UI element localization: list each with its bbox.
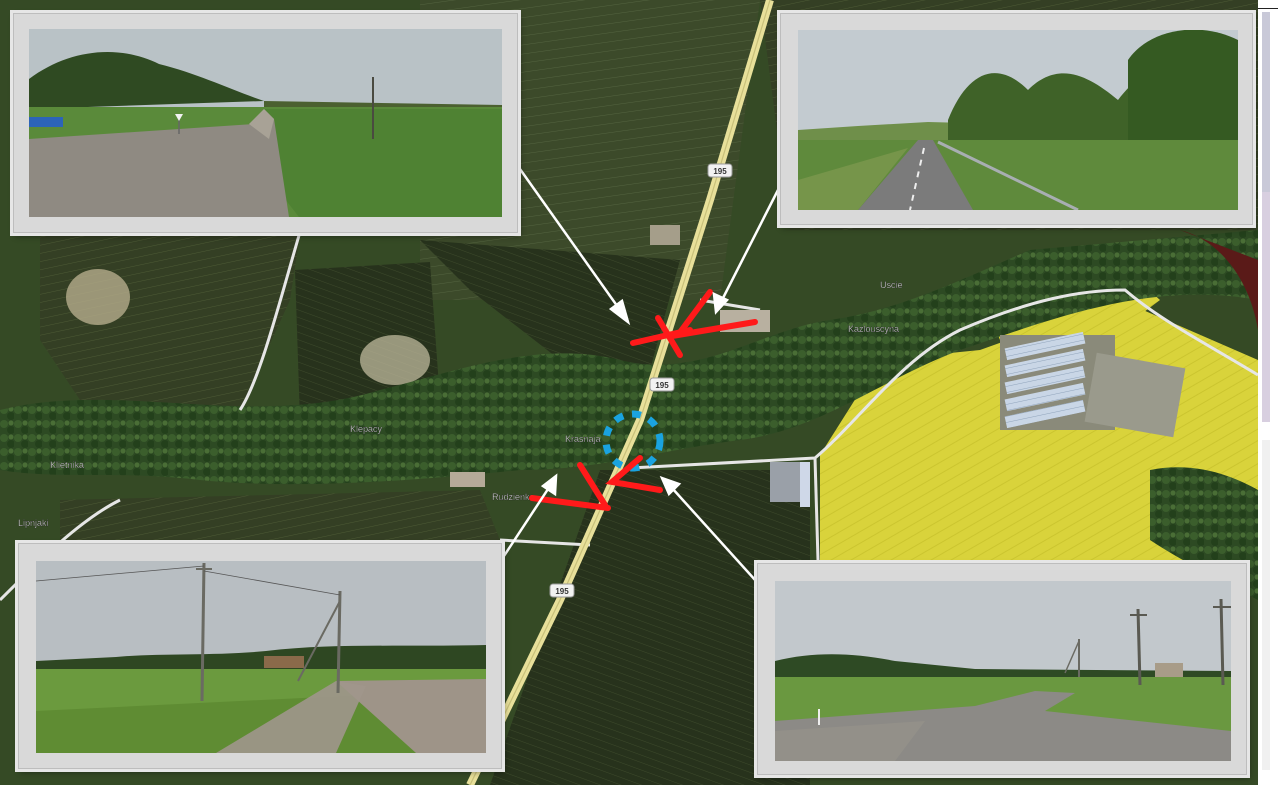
right-edge-strip-c	[1262, 440, 1270, 770]
street-photo-bottom-left	[18, 543, 502, 769]
red-direction-arrows-north	[630, 289, 758, 358]
field-center	[420, 240, 680, 370]
field-bare-patch-2	[360, 335, 430, 385]
forest-belt	[0, 230, 1258, 485]
main-road-195-centerline	[469, 0, 771, 785]
field-south-west	[60, 490, 500, 545]
red-direction-arrows-south	[529, 455, 663, 511]
street-photo-top-left	[13, 13, 518, 233]
svg-text:195: 195	[555, 587, 569, 596]
field-bare-patch	[66, 269, 130, 325]
road-shield-1: 195	[707, 163, 733, 178]
field-south	[490, 470, 810, 785]
crossing-marker-icon	[602, 410, 664, 472]
place-label-east-small: Kazlouscyna	[848, 324, 899, 334]
street-photo-bottom-right	[757, 563, 1247, 775]
place-label-center: Klepacy	[350, 424, 383, 434]
place-label-south-center: Rudzienka	[492, 492, 535, 502]
greenhouse-complex	[1000, 331, 1186, 438]
road-shield-2: 195	[649, 377, 675, 392]
top-edge-line	[1258, 8, 1278, 9]
river-east	[1180, 230, 1258, 330]
right-edge-strip-a	[1262, 12, 1270, 192]
place-label-nw: Klietnika	[50, 460, 84, 470]
street-photo-top-left-image	[29, 29, 502, 217]
place-label-southwest: Lipnjaki	[18, 518, 49, 528]
place-label-east: Uscie	[880, 280, 903, 290]
street-photo-bottom-left-image	[36, 561, 486, 753]
street-photo-top-right	[780, 13, 1253, 225]
road-shield-3: 195	[549, 583, 575, 598]
street-photo-bottom-right-image	[775, 581, 1231, 761]
right-edge-window-strip	[1258, 0, 1278, 785]
place-label-center-west: Krasnaja	[565, 434, 601, 444]
svg-text:195: 195	[713, 167, 727, 176]
minor-roads	[0, 231, 1259, 602]
right-edge-strip-b	[1262, 192, 1270, 422]
svg-text:195: 195	[655, 381, 669, 390]
street-photo-top-right-image	[798, 30, 1238, 210]
